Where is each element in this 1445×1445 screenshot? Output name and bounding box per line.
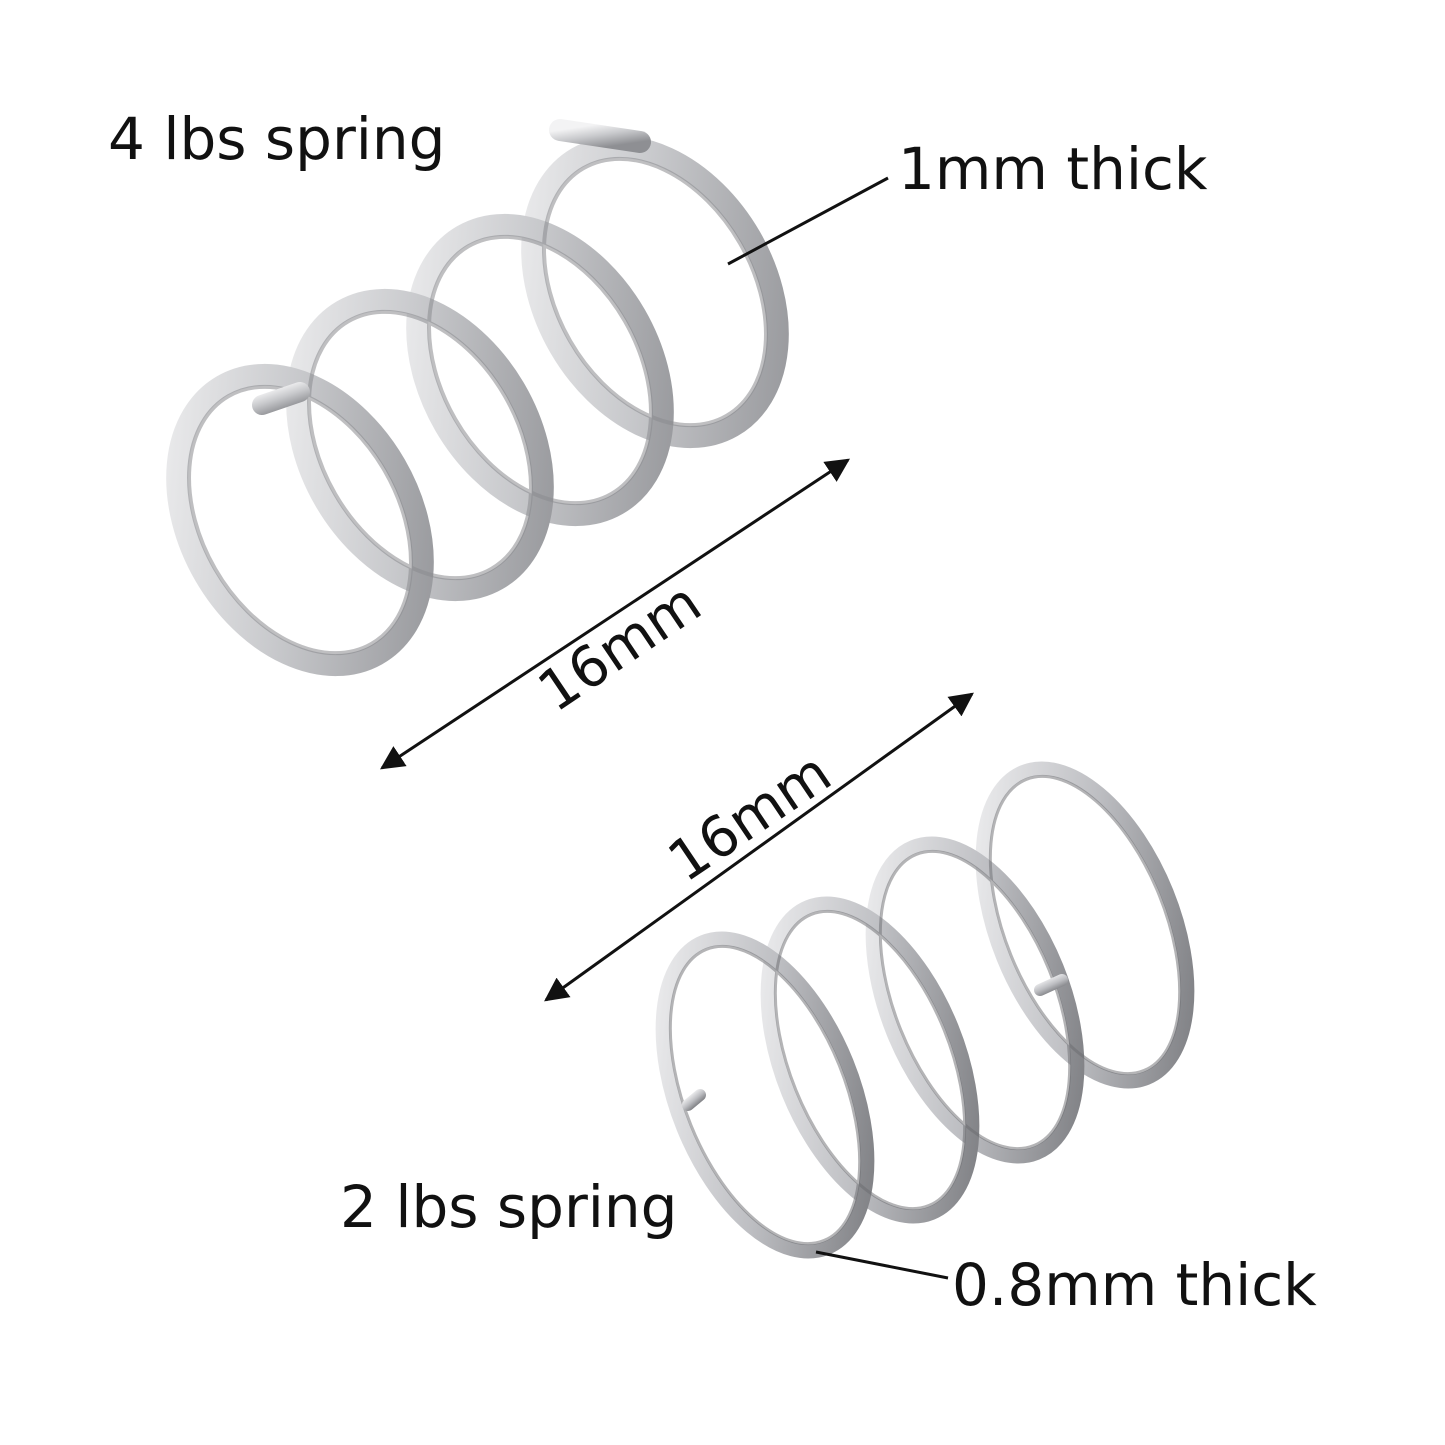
leader-1mm [727, 176, 889, 266]
leader-08mm [815, 1250, 949, 1280]
wire-thickness-1mm-label: 1mm thick [898, 135, 1208, 203]
spring-4lbs-label: 4 lbs spring [108, 105, 446, 173]
wire-thickness-08mm-label: 0.8mm thick [952, 1251, 1317, 1319]
dimension-arrow-bottom [544, 692, 974, 1002]
spring-2lbs-label: 2 lbs spring [340, 1173, 678, 1241]
dimension-arrow-top [379, 458, 851, 770]
spring-4lbs [166, 119, 789, 677]
